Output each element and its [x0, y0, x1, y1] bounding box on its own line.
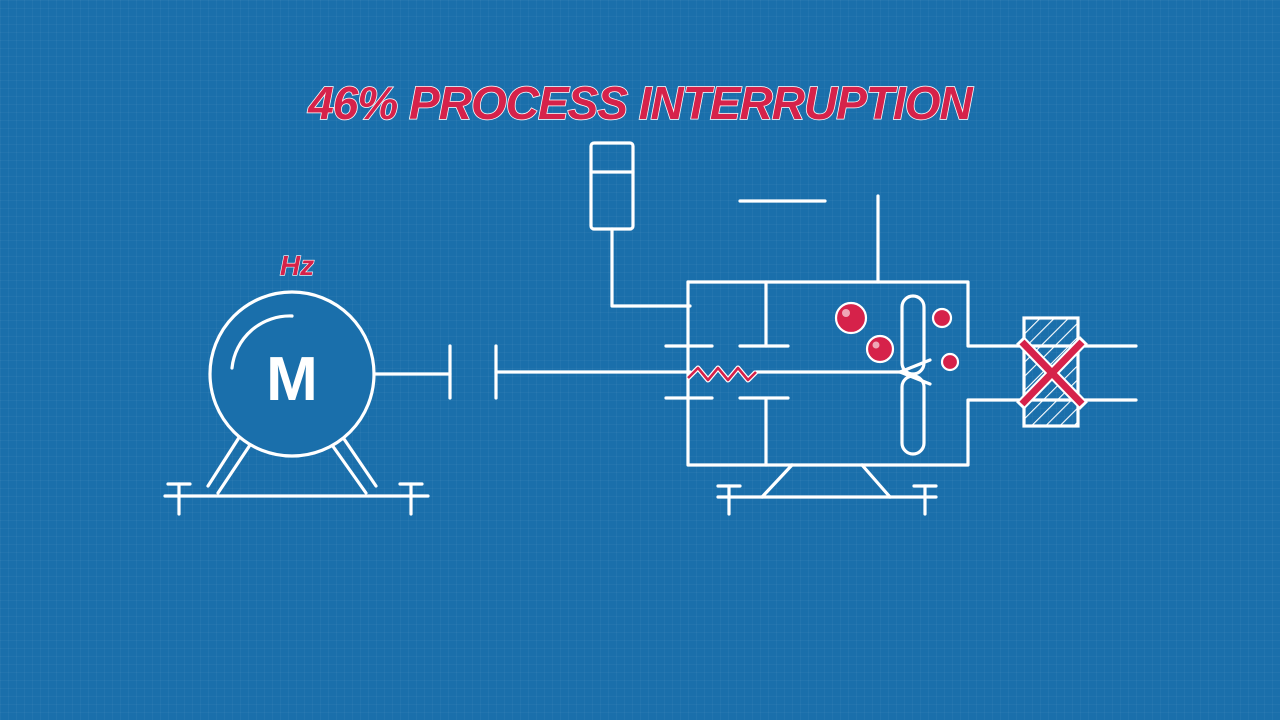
coupling-icon: [494, 344, 692, 400]
blocked-icon: [1016, 316, 1088, 428]
headline: 46% PROCESS INTERRUPTION: [307, 76, 973, 130]
motor-icon: [163, 290, 452, 516]
motor-letter: M: [266, 345, 318, 414]
bearing-failure-icon: [686, 301, 960, 383]
frequency-label: Hz: [280, 250, 314, 281]
